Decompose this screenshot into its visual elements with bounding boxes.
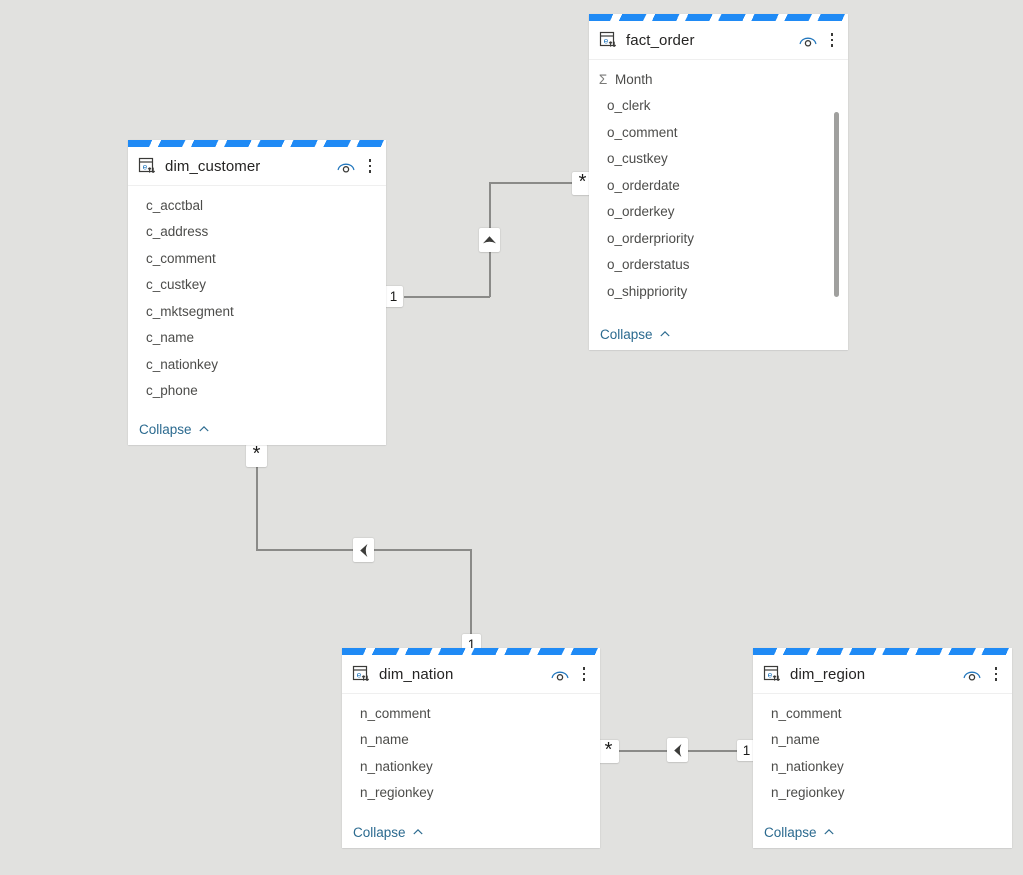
- field-row[interactable]: o_orderstatus: [607, 257, 690, 273]
- field-row[interactable]: c_phone: [146, 383, 198, 399]
- field-row[interactable]: o_clerk: [607, 98, 651, 114]
- table-sort-icon: e: [352, 665, 370, 683]
- field-row[interactable]: n_comment: [360, 705, 431, 721]
- collapse-label: Collapse: [764, 824, 817, 840]
- svg-text:e: e: [357, 669, 362, 679]
- vertical-scrollbar[interactable]: [834, 112, 839, 297]
- more-options-icon[interactable]: [825, 32, 839, 48]
- field-list-fact-order[interactable]: Σ Month o_clerk o_comment o_custkey o_or…: [589, 60, 848, 318]
- chevron-up-icon: [198, 423, 210, 435]
- chevron-up-icon: [659, 328, 671, 340]
- collapse-button-fact-order[interactable]: Collapse: [589, 318, 848, 350]
- collapse-label: Collapse: [139, 421, 192, 437]
- field-row[interactable]: Σ Month: [589, 66, 848, 93]
- field-row[interactable]: o_orderkey: [607, 204, 675, 220]
- sigma-measure-icon: Σ: [598, 71, 608, 87]
- collapse-button-dim-nation[interactable]: Collapse: [342, 816, 600, 848]
- svg-text:e: e: [768, 669, 773, 679]
- filter-direction-up-icon[interactable]: [479, 228, 500, 252]
- collapse-button-dim-customer[interactable]: Collapse: [128, 413, 386, 445]
- more-options-icon[interactable]: [577, 666, 591, 682]
- cardinality-badge-many-customer-nation[interactable]: *: [246, 444, 267, 467]
- more-options-icon[interactable]: [363, 158, 377, 174]
- table-header-fact-order[interactable]: e fact_order: [589, 21, 848, 60]
- chevron-up-icon: [412, 826, 424, 838]
- collapse-label: Collapse: [353, 824, 406, 840]
- field-row[interactable]: o_comment: [607, 124, 678, 140]
- field-row[interactable]: c_address: [146, 224, 209, 240]
- relationship-line-customer-nation-vertical-left[interactable]: [256, 462, 258, 551]
- field-row[interactable]: n_regionkey: [360, 785, 434, 801]
- table-header-dim-customer[interactable]: e dim_customer: [128, 147, 386, 186]
- selection-stripe: [342, 648, 600, 655]
- svg-text:e: e: [143, 161, 148, 171]
- hidden-eye-icon[interactable]: [799, 33, 817, 47]
- table-card-fact-order[interactable]: e fact_order Σ: [589, 14, 848, 350]
- hidden-eye-icon[interactable]: [963, 667, 981, 681]
- cardinality-badge-many-nation-region[interactable]: *: [598, 740, 619, 763]
- table-title: dim_nation: [379, 665, 454, 683]
- table-title: dim_region: [790, 665, 866, 683]
- relationship-line-customer-order-bottom[interactable]: [404, 296, 490, 298]
- filter-direction-left-icon-nation-region[interactable]: [667, 738, 688, 762]
- field-row[interactable]: c_nationkey: [146, 356, 219, 372]
- field-row[interactable]: c_name: [146, 330, 195, 346]
- collapse-button-dim-region[interactable]: Collapse: [753, 816, 1012, 848]
- collapse-label: Collapse: [600, 326, 653, 342]
- field-row[interactable]: o_custkey: [607, 151, 668, 167]
- svg-text:e: e: [604, 35, 609, 45]
- chevron-up-icon: [823, 826, 835, 838]
- field-row[interactable]: o_orderpriority: [607, 230, 695, 246]
- relationship-line-customer-order-top[interactable]: [489, 182, 575, 184]
- cardinality-badge-one-customer-order[interactable]: 1: [384, 286, 403, 307]
- table-card-dim-region[interactable]: e dim_region n_comment n_: [753, 648, 1012, 848]
- field-list-dim-region[interactable]: n_comment n_name n_nationkey n_regionkey: [753, 694, 1012, 816]
- field-row[interactable]: n_nationkey: [771, 758, 844, 774]
- field-row[interactable]: n_comment: [771, 705, 842, 721]
- more-options-icon[interactable]: [989, 666, 1003, 682]
- field-row[interactable]: c_comment: [146, 250, 216, 266]
- hidden-eye-icon[interactable]: [551, 667, 569, 681]
- field-row[interactable]: n_regionkey: [771, 785, 845, 801]
- table-title: fact_order: [626, 31, 695, 49]
- field-list-dim-nation[interactable]: n_comment n_name n_nationkey n_regionkey: [342, 694, 600, 816]
- table-header-dim-region[interactable]: e dim_region: [753, 655, 1012, 694]
- selection-stripe: [589, 14, 848, 21]
- field-row[interactable]: o_shippriority: [607, 283, 688, 299]
- field-row[interactable]: n_nationkey: [360, 758, 433, 774]
- table-card-dim-customer[interactable]: e dim_customer c_acctbal: [128, 140, 386, 445]
- field-row[interactable]: n_name: [360, 732, 409, 748]
- relationship-line-customer-nation-vertical-right[interactable]: [470, 549, 472, 649]
- selection-stripe: [753, 648, 1012, 655]
- field-row[interactable]: o_orderdate: [607, 177, 680, 193]
- field-row[interactable]: c_acctbal: [146, 197, 204, 213]
- selection-stripe: [128, 140, 386, 147]
- table-title: dim_customer: [165, 157, 261, 175]
- field-list-dim-customer[interactable]: c_acctbal c_address c_comment c_custkey …: [128, 186, 386, 413]
- table-card-dim-nation[interactable]: e dim_nation n_comment n_: [342, 648, 600, 848]
- table-sort-icon: e: [763, 665, 781, 683]
- cardinality-badge-many-customer-order[interactable]: *: [572, 172, 593, 195]
- field-row[interactable]: n_name: [771, 732, 820, 748]
- filter-direction-left-icon-customer-nation[interactable]: [353, 538, 374, 562]
- table-sort-icon: e: [599, 31, 617, 49]
- hidden-eye-icon[interactable]: [337, 159, 355, 173]
- field-row[interactable]: c_custkey: [146, 277, 207, 293]
- field-row[interactable]: c_mktsegment: [146, 303, 234, 319]
- table-sort-icon: e: [138, 157, 156, 175]
- table-header-dim-nation[interactable]: e dim_nation: [342, 655, 600, 694]
- cardinality-badge-one-nation-region[interactable]: 1: [737, 740, 756, 761]
